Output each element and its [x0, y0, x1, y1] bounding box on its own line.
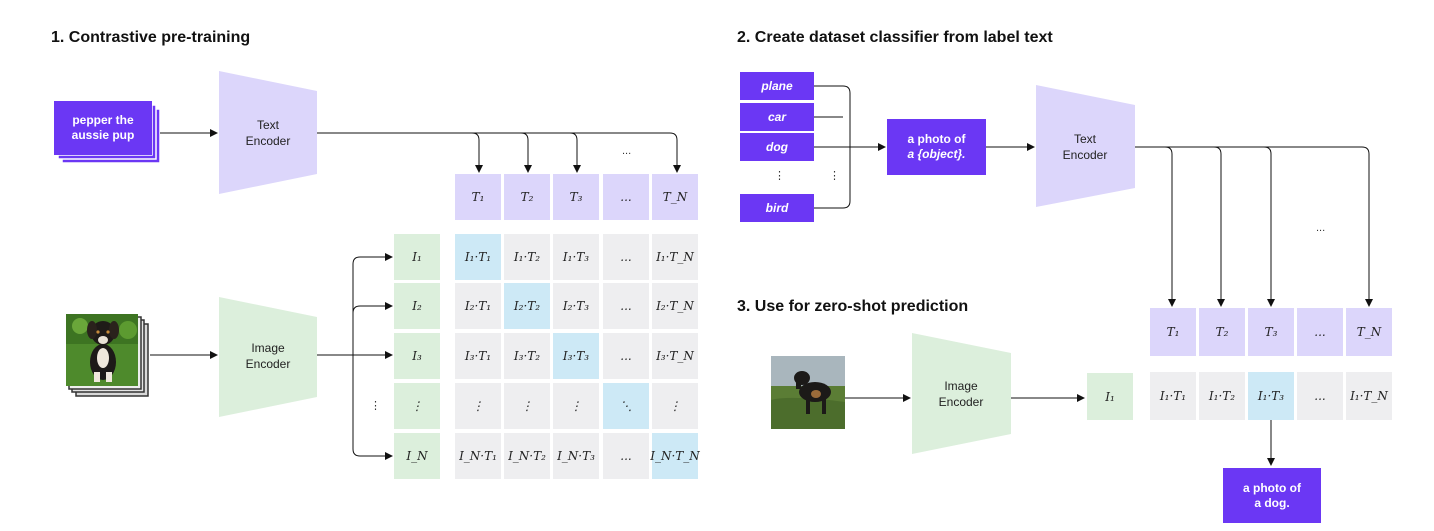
image-encoder-2-label: Image Encoder [925, 378, 997, 410]
text-encoder-1 [219, 71, 317, 194]
similarity-cell: ⋮ [455, 383, 501, 429]
similarity-cell: I_N·T_N [650, 433, 700, 479]
similarity-cell: ⋱ [603, 383, 649, 429]
image-encoder-1-line-2: Encoder [245, 357, 291, 371]
labels-vertical-dots-right: ⋮ [829, 170, 840, 182]
image-encoder-2 [912, 333, 1011, 454]
image-encoder-1-line-1: Image [251, 341, 285, 355]
similarity-cell: I₁·T₂ [504, 234, 550, 280]
image-feature-cell: ⋮ [394, 383, 440, 429]
prediction-card: a photo of a dog. [1223, 468, 1321, 523]
text-feature-cell: ... [1297, 308, 1343, 356]
similarity-cell: I₃·T_N [652, 333, 698, 379]
similarity-cell: ... [603, 283, 649, 329]
text-encoder-2-line-2: Encoder [1062, 148, 1108, 162]
text-feature-cell: ... [603, 174, 649, 220]
text-input-line-2: aussie pup [71, 128, 135, 142]
zero-shot-score-cell: I₁·T₁ [1150, 372, 1196, 420]
text-feature-cell: T₁ [1150, 308, 1196, 356]
zero-shot-score-cell: ... [1297, 372, 1343, 420]
image-rows-vertical-dots: ⋮ [370, 400, 381, 412]
zero-shot-score-cell: I₁·T_N [1346, 372, 1392, 420]
dog-photo [771, 356, 845, 429]
class-label-card: bird [740, 194, 814, 222]
similarity-cell: I₁·T₁ [455, 234, 501, 280]
prompt-template-card: a photo of a {object}. [887, 119, 986, 175]
similarity-cell: ⋮ [553, 383, 599, 429]
text-encoder-1-line-2: Encoder [245, 134, 291, 148]
image-feature-cell: I₂ [394, 283, 440, 329]
similarity-cell: ⋮ [652, 383, 698, 429]
text-feature-cell: T₂ [1199, 308, 1245, 356]
label-vertical-dots: ⋮ [774, 170, 785, 182]
image-feature-cell: I_N [394, 433, 440, 479]
similarity-cell: ... [603, 433, 649, 479]
similarity-cell: ... [603, 333, 649, 379]
text-feature-cell: T_N [652, 174, 698, 220]
text-feature-cell: T₃ [553, 174, 599, 220]
section-1-title: 1. Contrastive pre-training [51, 29, 251, 46]
text-feature-cell: T₃ [1248, 308, 1294, 356]
text-encoder-1-label: Text Encoder [232, 117, 304, 149]
classifier-columns-ellipsis: ... [1316, 222, 1326, 234]
similarity-cell: I_N·T₂ [504, 433, 550, 479]
image-feature-cell: I₁ [394, 234, 440, 280]
similarity-cell: I₃·T₁ [455, 333, 501, 379]
text-encoder-2-label: Text Encoder [1049, 131, 1121, 163]
zero-shot-score-cell: I₁·T₃ [1248, 372, 1294, 420]
prediction-line-1: a photo of [1243, 480, 1301, 495]
zero-shot-score-cell: I₁·T₂ [1199, 372, 1245, 420]
text-columns-ellipsis: ... [622, 145, 632, 157]
text-encoder-1-line-1: Text [256, 118, 279, 132]
template-line-1: a photo of [907, 132, 966, 146]
template-line-2: a {object}. [907, 147, 966, 161]
image-feature-cell: I₃ [394, 333, 440, 379]
section-2-title: 2. Create dataset classifier from label … [737, 29, 1053, 46]
class-label-card: dog [740, 133, 814, 161]
image-encoder-2-line-2: Encoder [938, 395, 984, 409]
image-encoder-1-label: Image Encoder [232, 340, 304, 372]
text-input-line-1: pepper the [72, 113, 134, 127]
similarity-cell: I₃·T₂ [504, 333, 550, 379]
image-feature-cell: I₁ [1087, 373, 1133, 420]
similarity-cell: ... [603, 234, 649, 280]
similarity-cell: I₂·T₁ [455, 283, 501, 329]
text-feature-cell: T₂ [504, 174, 550, 220]
similarity-cell: I_N·T₁ [455, 433, 501, 479]
class-label-card: plane [740, 72, 814, 100]
similarity-cell: I₃·T₃ [553, 333, 599, 379]
similarity-cell: I₂·T_N [652, 283, 698, 329]
image-encoder-2-line-1: Image [944, 379, 978, 393]
text-input-card: pepper the aussie pup [54, 101, 152, 155]
similarity-cell: ⋮ [504, 383, 550, 429]
puppy-photo [66, 314, 138, 386]
similarity-cell: I₂·T₃ [553, 283, 599, 329]
similarity-cell: I_N·T₃ [553, 433, 599, 479]
similarity-cell: I₁·T₃ [553, 234, 599, 280]
similarity-cell: I₁·T_N [652, 234, 698, 280]
similarity-cell: I₂·T₂ [504, 283, 550, 329]
image-encoder-1 [219, 297, 317, 417]
text-feature-cell: T₁ [455, 174, 501, 220]
section-3-title: 3. Use for zero-shot prediction [737, 298, 969, 315]
class-label-card: car [740, 103, 814, 131]
text-feature-cell: T_N [1346, 308, 1392, 356]
text-encoder-2 [1036, 85, 1135, 207]
text-encoder-2-line-1: Text [1073, 132, 1096, 146]
prediction-line-2: a dog. [1254, 495, 1290, 510]
